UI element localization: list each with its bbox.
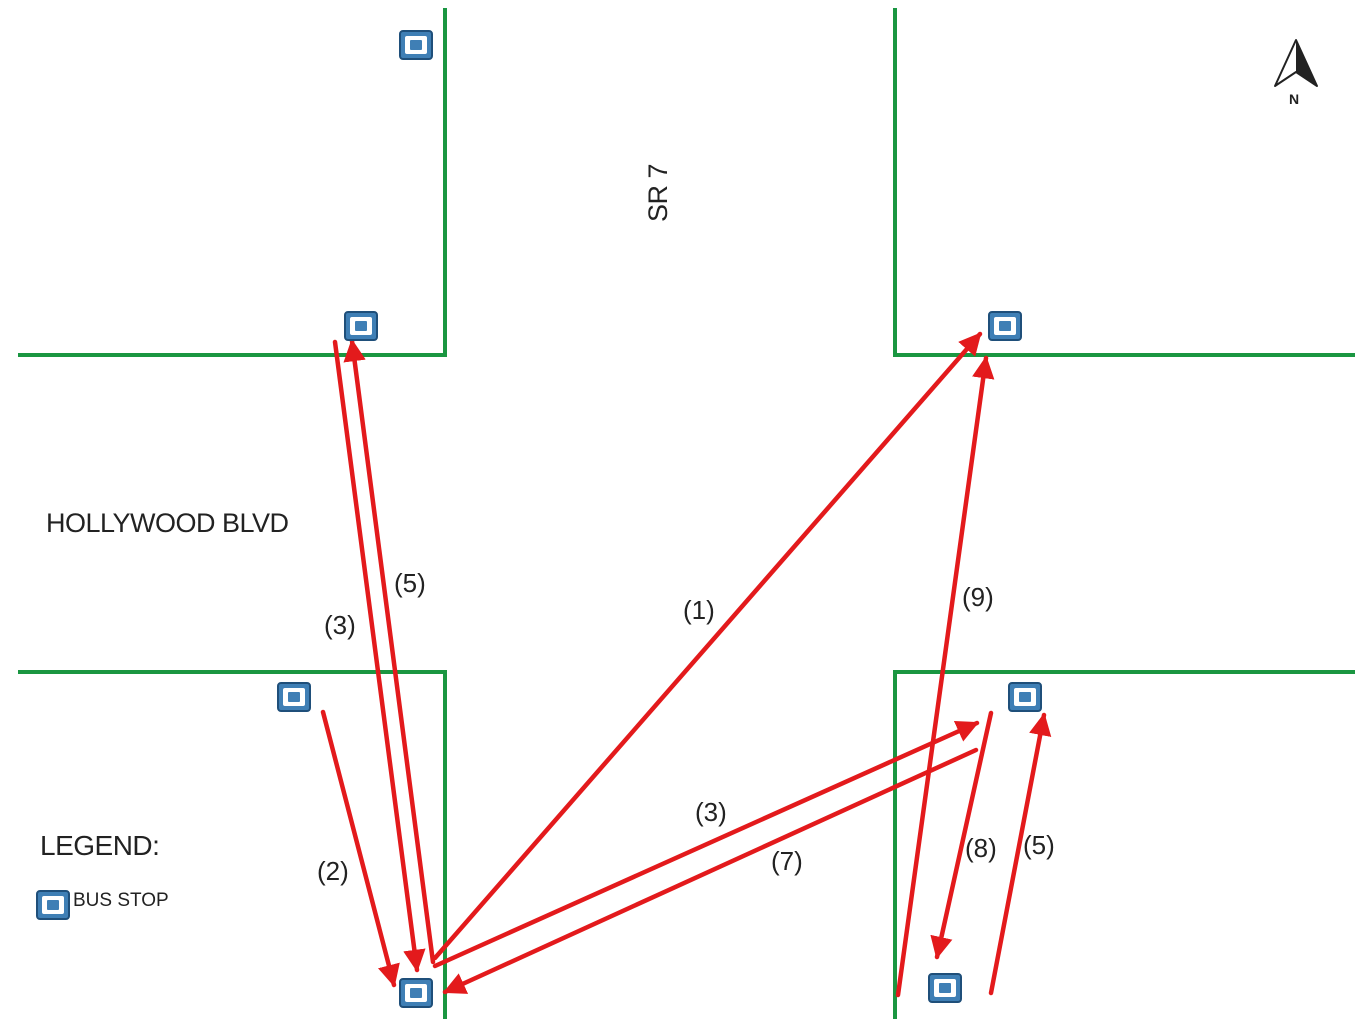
movement-label: (8) (965, 833, 997, 863)
road-curbs (18, 8, 1355, 1019)
bus-stop-icon (277, 682, 311, 712)
movement-label: (5) (394, 568, 426, 598)
movement-label: (3) (324, 610, 356, 640)
bus-stop-icon (344, 311, 378, 341)
movement-arrows (320, 331, 1052, 998)
legend-item-bus-stop: BUS STOP (73, 890, 169, 911)
curb-southwest (18, 670, 447, 1019)
legend-title: LEGEND: (40, 830, 159, 861)
bus-stop-icon (988, 311, 1022, 341)
arrow-nw-to-sw-southbound (332, 339, 426, 973)
arrow-sw-to-nw-northbound (343, 338, 436, 965)
movement-label: (7) (771, 846, 803, 876)
street-name-hollywood-blvd: HOLLYWOOD BLVD (46, 508, 289, 538)
bus-stop-icon (1008, 682, 1042, 712)
arrow-se-south-to-se (988, 712, 1052, 996)
movement-label: (3) (695, 797, 727, 827)
arrow-se-to-ne (895, 355, 995, 998)
arrow-sw-west-to-sw (320, 709, 400, 988)
movement-labels: (3) (5) (2) (1) (3) (7) (9) (8) (5) (317, 568, 1055, 886)
bus-stop-icon (399, 30, 433, 60)
bus-stop-icon (36, 890, 70, 920)
north-arrow-icon: N (1274, 39, 1318, 107)
bus-stop-icon (928, 973, 962, 1003)
movement-label: (9) (962, 582, 994, 612)
curb-northeast (893, 8, 1355, 357)
curb-northwest (18, 8, 447, 357)
arrow-sw-to-ne (432, 331, 983, 961)
street-name-sr7: SR 7 (643, 164, 673, 222)
movement-label: (1) (683, 595, 715, 625)
curb-southeast (893, 670, 1355, 1019)
arrow-se-to-sw-westbound (442, 747, 979, 995)
arrow-se-to-se-south (930, 710, 994, 960)
movement-label: (2) (317, 856, 349, 886)
north-label: N (1289, 91, 1299, 107)
arrow-sw-to-se-eastbound (432, 720, 980, 969)
bus-stop-icon (399, 978, 433, 1008)
legend: LEGEND: BUS STOP (36, 830, 169, 920)
movement-label: (5) (1023, 830, 1055, 860)
